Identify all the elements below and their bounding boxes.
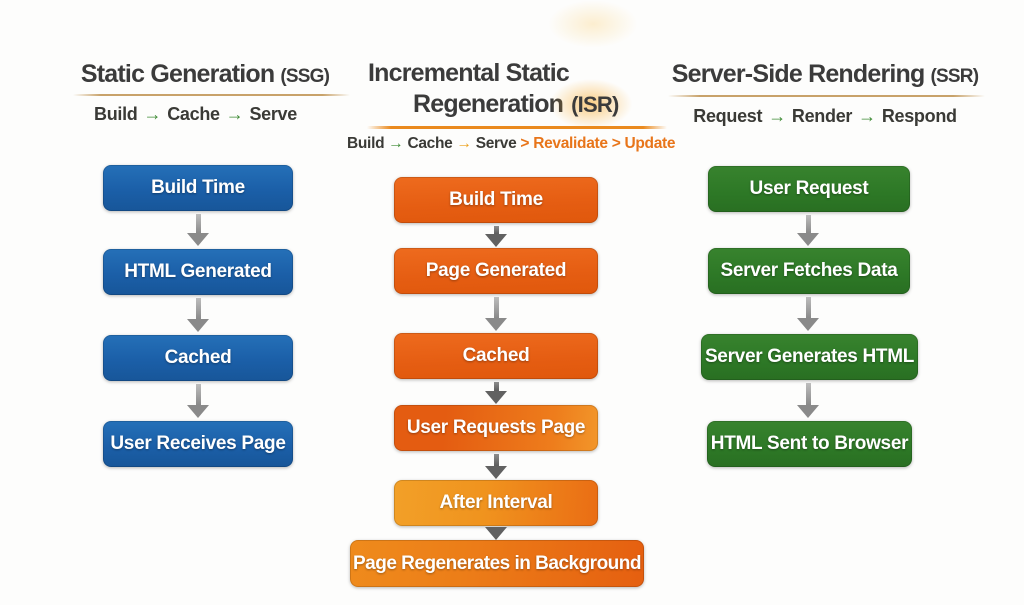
arrow-head [797, 318, 819, 331]
down-arrow-icon [187, 298, 209, 332]
arrow-stem [805, 383, 811, 405]
flow-segment: → [456, 135, 472, 152]
node-isr-after-interval: After Interval [394, 480, 598, 526]
flow-segment: → [858, 106, 876, 126]
node-ssg-user-receives-page: User Receives Page [103, 421, 293, 467]
node-ssr-server-generates-html: Server Generates HTML [701, 334, 918, 380]
arrow-head [485, 527, 507, 540]
flow-segment: Update [624, 135, 676, 152]
column-title-ssg: Static Generation(SSG) [55, 60, 355, 89]
flow-summary-ssr: Request→Render→Respond [660, 106, 990, 127]
arrow-head [485, 391, 507, 404]
arrow-stem [493, 297, 499, 318]
node-ssr-user-request: User Request [708, 166, 910, 212]
title-text-ssg: Static Generation [80, 60, 275, 88]
title-suffix-isr: (ISR) [571, 92, 619, 117]
isr-highlight-glow [548, 78, 635, 130]
flow-summary-isr: Build→Cache→Serve>Revalidate>Update [345, 135, 676, 153]
flow-segment: > [520, 135, 530, 152]
flow-segment: → [388, 135, 404, 152]
title-text-isr-line1: Incremental Static [368, 59, 570, 87]
flow-segment: Render [791, 106, 853, 126]
flow-segment: > [611, 135, 621, 152]
flow-segment: Respond [881, 106, 957, 126]
flow-segment: Build [347, 135, 385, 152]
node-isr-user-requests-page: User Requests Page [394, 405, 598, 451]
title-underline-ssg [73, 94, 350, 96]
column-title-isr-line1: Incremental Static [368, 59, 570, 88]
title-underline-isr [367, 126, 667, 129]
flow-segment: Serve [249, 104, 297, 124]
down-arrow-icon [797, 383, 819, 418]
title-text-ssr: Server-Side Rendering [671, 60, 926, 88]
node-isr-page-regenerates: Page Regenerates in Background [350, 540, 644, 587]
arrow-head [187, 319, 209, 332]
arrow-head [797, 233, 819, 246]
flow-segment: Revalidate [533, 135, 608, 152]
flow-segment: Cache [167, 104, 220, 124]
title-underline-ssr [668, 95, 985, 97]
down-arrow-icon [485, 527, 507, 540]
flow-segment: Cache [407, 135, 453, 152]
down-arrow-icon [797, 215, 819, 246]
arrow-stem [195, 384, 201, 405]
flow-summary-ssg: Build→Cache→Serve [53, 104, 338, 125]
node-ssr-html-sent-to-browser: HTML Sent to Browser [707, 421, 912, 467]
arrow-head [187, 405, 209, 418]
background-glow [548, 0, 638, 48]
flow-segment: → [225, 104, 244, 124]
node-isr-cached: Cached [394, 333, 598, 379]
arrow-head [485, 234, 507, 247]
down-arrow-icon [485, 297, 507, 331]
arrow-head [187, 233, 209, 246]
flow-segment: Serve [475, 135, 517, 152]
flow-segment: Request [693, 106, 763, 126]
node-ssr-server-fetches-data: Server Fetches Data [708, 248, 910, 294]
column-title-ssr: Server-Side Rendering(SSR) [660, 60, 990, 89]
node-isr-build-time: Build Time [394, 177, 598, 223]
arrow-stem [493, 454, 499, 466]
down-arrow-icon [187, 384, 209, 418]
down-arrow-icon [485, 382, 507, 404]
flow-segment: Build [94, 104, 138, 124]
down-arrow-icon [485, 226, 507, 247]
arrow-stem [805, 297, 811, 318]
flow-segment: → [143, 104, 162, 124]
column-title-isr-line2: Regeneration (ISR) [413, 78, 635, 130]
arrow-stem [195, 214, 201, 233]
title-text-isr-line2: Regeneration [413, 90, 564, 118]
arrow-stem [805, 215, 811, 233]
down-arrow-icon [797, 297, 819, 331]
down-arrow-icon [187, 214, 209, 246]
node-ssg-build-time: Build Time [103, 165, 293, 211]
title-suffix-ssr: (SSR) [930, 66, 980, 87]
title-suffix-ssg: (SSG) [280, 66, 330, 87]
arrow-stem [493, 382, 499, 391]
arrow-head [485, 466, 507, 479]
node-ssg-html-generated: HTML Generated [103, 249, 293, 295]
arrow-stem [493, 226, 499, 234]
node-ssg-cached: Cached [103, 335, 293, 381]
down-arrow-icon [485, 454, 507, 479]
flow-segment: → [768, 106, 786, 126]
arrow-head [797, 405, 819, 418]
arrow-head [485, 318, 507, 331]
node-isr-page-generated: Page Generated [394, 248, 598, 294]
arrow-stem [195, 298, 201, 319]
